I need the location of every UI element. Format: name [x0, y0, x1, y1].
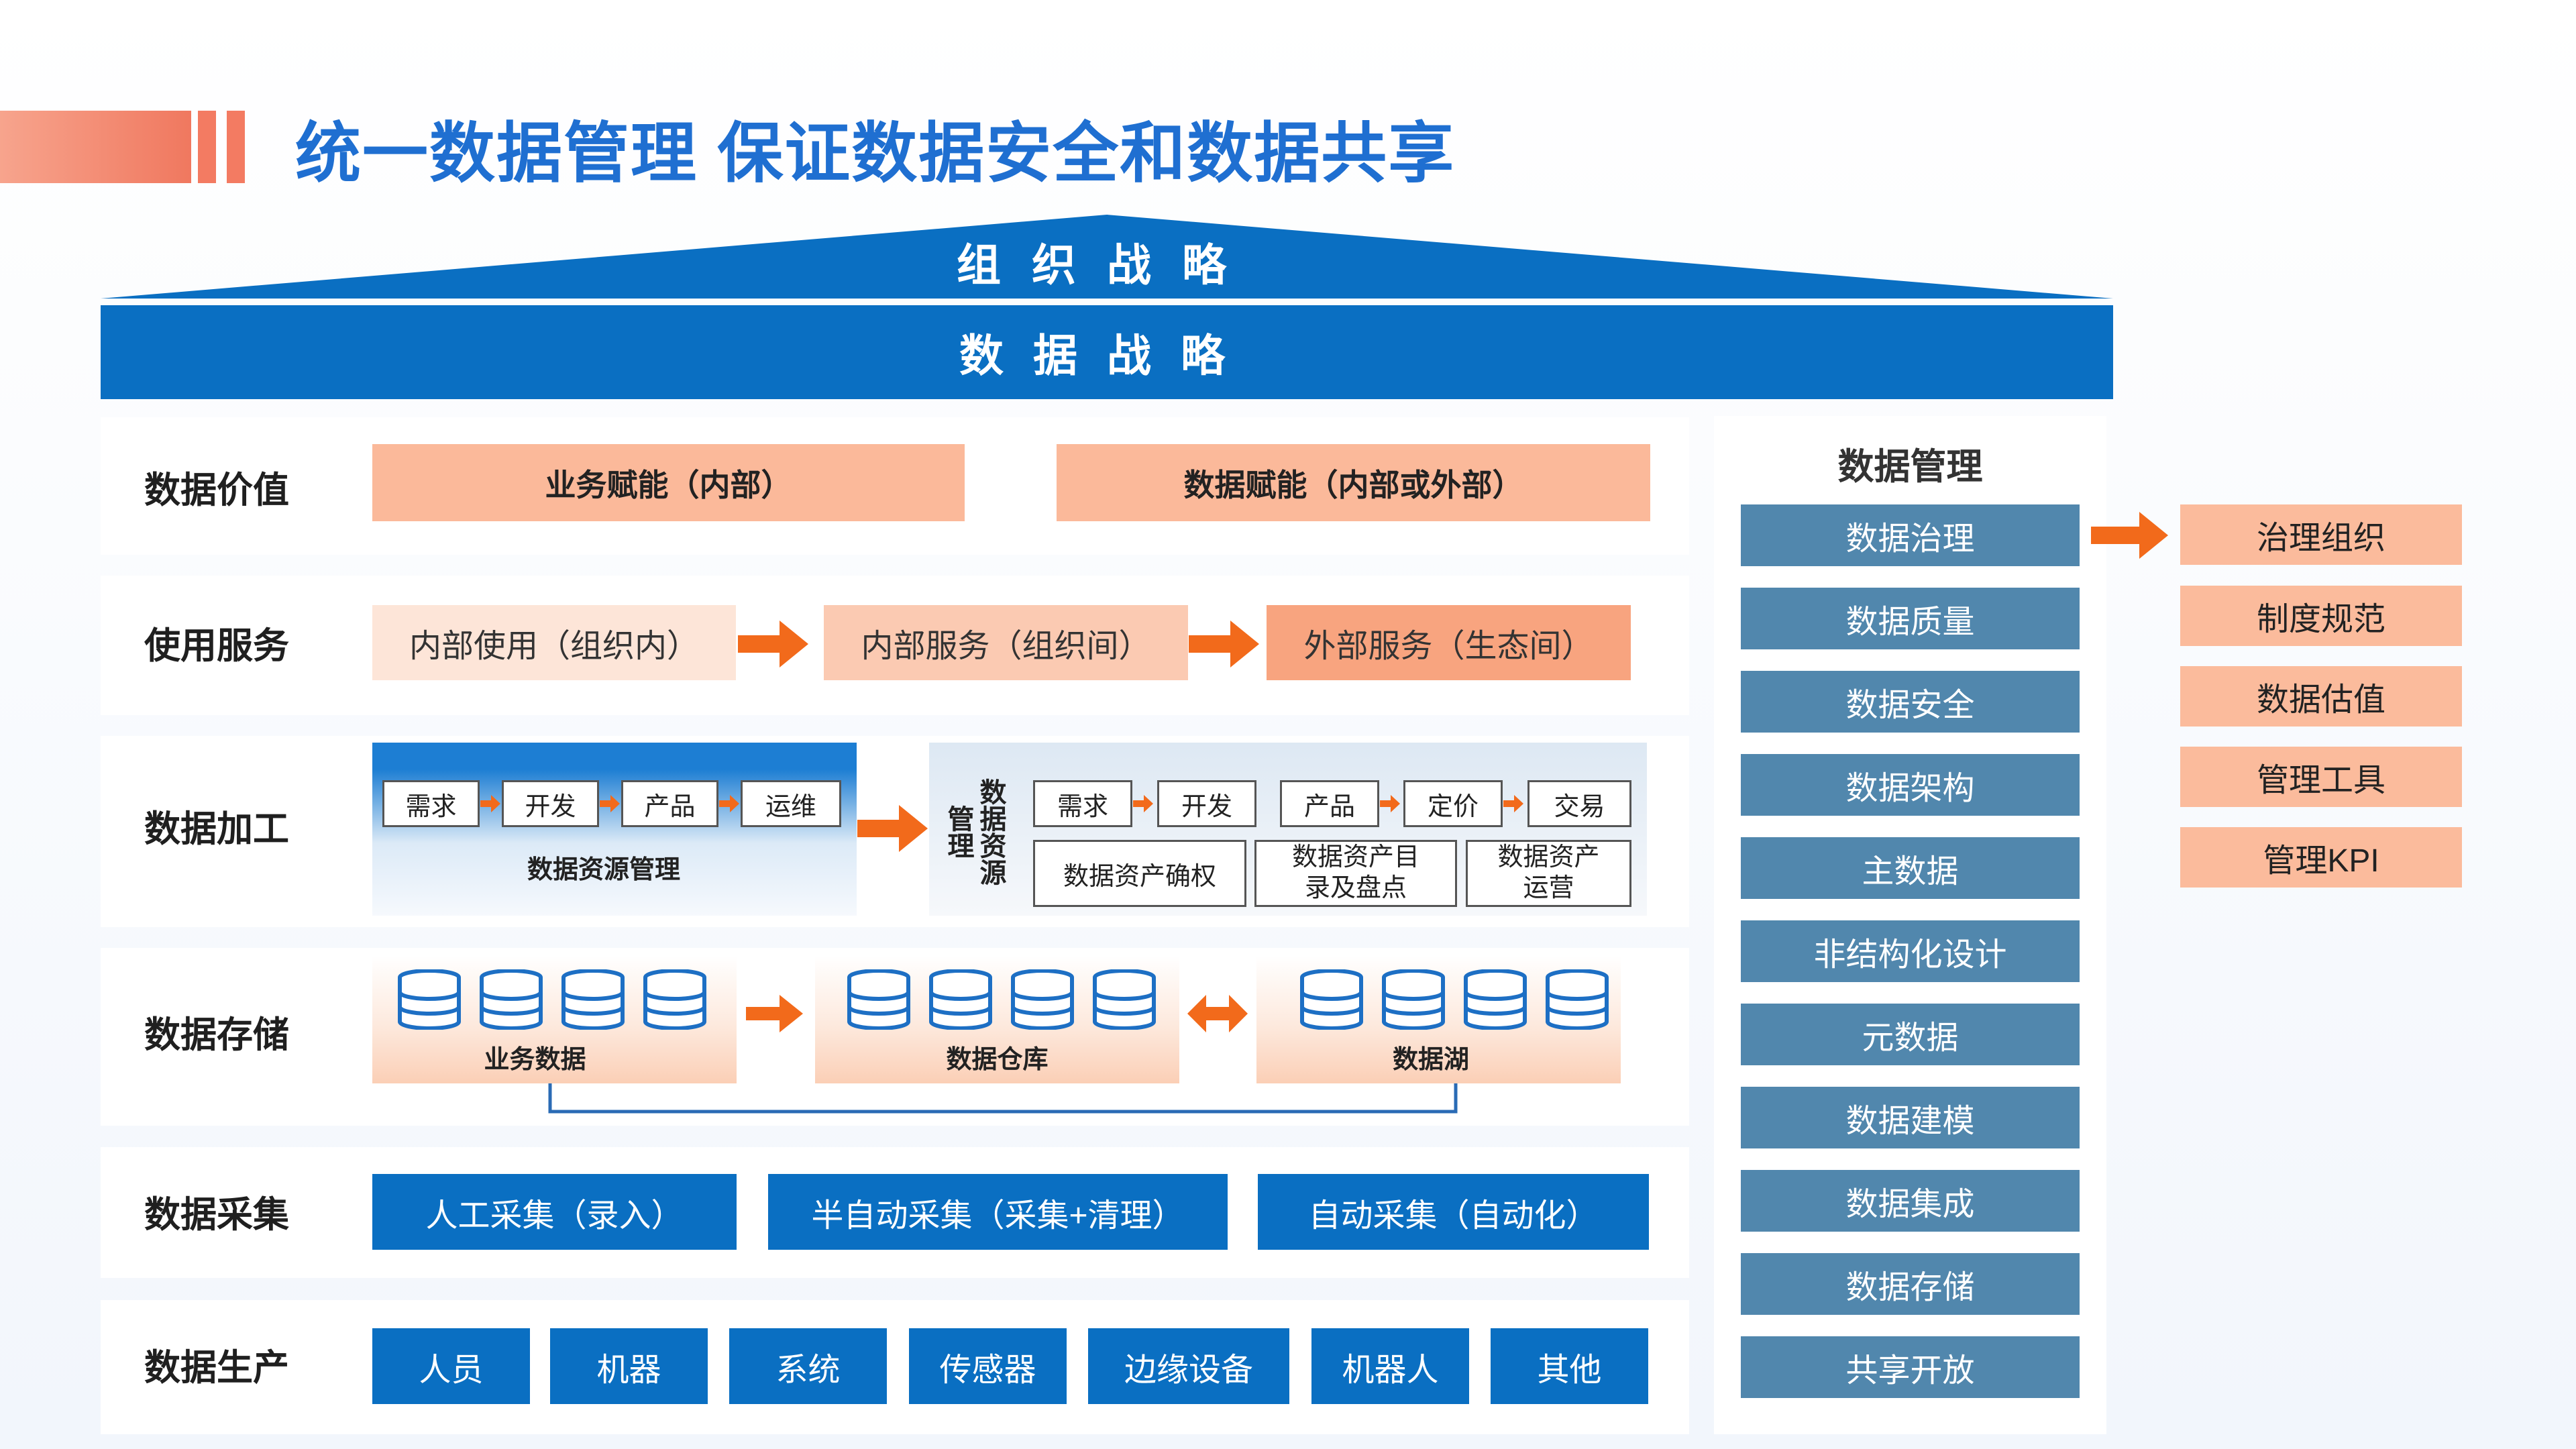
database-icon [559, 969, 627, 1030]
database-icon [478, 969, 545, 1030]
database-icon [1544, 969, 1611, 1030]
service-item: 内部使用（组织内） [372, 605, 736, 680]
collection-item: 自动采集（自动化） [1258, 1174, 1649, 1250]
database-icon [1298, 969, 1365, 1030]
roof-label: 组织战略 [957, 240, 1257, 290]
arrow-right-icon [857, 805, 928, 852]
step-box: 定价 [1403, 780, 1503, 827]
row-label-processing: 数据加工 [144, 808, 289, 849]
management-item: 元数据 [1741, 1004, 2080, 1065]
governance-item: 数据估值 [2180, 666, 2462, 727]
arrow-right-icon [1503, 795, 1523, 812]
management-item: 数据质量 [1741, 588, 2080, 649]
step-box: 产品 [621, 780, 718, 827]
asset-sub-box: 数据资产确权 [1033, 840, 1246, 907]
asset-sub-box: 数据资产运营 [1466, 840, 1631, 907]
asset-side-label: 数据资源管理 [943, 778, 1006, 885]
production-item: 人员 [372, 1328, 530, 1404]
arrow-right-icon [1380, 795, 1400, 812]
service-item: 内部服务（组织间） [824, 605, 1188, 680]
production-item: 其他 [1491, 1328, 1648, 1404]
database-icon [1380, 969, 1447, 1030]
arrow-right-icon [2091, 512, 2168, 559]
database-icon [845, 969, 912, 1030]
double-arrow-icon [1187, 995, 1248, 1032]
management-item: 数据治理 [1741, 504, 2080, 566]
governance-item: 管理工具 [2180, 747, 2462, 807]
row-label-service: 使用服务 [144, 625, 289, 666]
database-icon [1009, 969, 1076, 1030]
arrow-right-icon [480, 795, 500, 812]
step-box: 产品 [1280, 780, 1379, 827]
asset-sub-box: 数据资产目录及盘点 [1254, 840, 1457, 907]
page-title: 统一数据管理 保证数据安全和数据共享 [295, 116, 1456, 190]
management-item: 数据安全 [1741, 671, 2080, 733]
step-box: 开发 [502, 780, 599, 827]
production-item: 传感器 [909, 1328, 1067, 1404]
storage-group-label: 业务数据 [484, 1045, 586, 1074]
arrow-right-icon [719, 795, 739, 812]
arrow-right-icon [746, 995, 803, 1032]
management-item: 共享开放 [1741, 1336, 2080, 1398]
resource-management-panel [372, 743, 857, 916]
management-item: 主数据 [1741, 837, 2080, 899]
step-box: 需求 [1033, 780, 1132, 827]
step-box: 交易 [1527, 780, 1631, 827]
governance-item: 治理组织 [2180, 504, 2462, 565]
strategy-bar: 数据战略 [101, 305, 2113, 399]
storage-group-label: 数据仓库 [946, 1045, 1049, 1074]
resource-management-caption: 数据资源管理 [527, 855, 680, 884]
step-box: 运维 [741, 780, 841, 827]
value-item: 业务赋能（内部） [372, 444, 965, 521]
arrow-right-icon [1133, 795, 1153, 812]
database-icon [396, 969, 463, 1030]
row-label-value: 数据价值 [144, 470, 289, 511]
management-item: 数据存储 [1741, 1253, 2080, 1315]
row-label-storage: 数据存储 [144, 1014, 289, 1055]
header-accent-stripe [227, 111, 245, 183]
header-accent-bar [0, 111, 191, 183]
arrow-right-icon [1189, 621, 1259, 667]
production-item: 系统 [729, 1328, 887, 1404]
database-icon [641, 969, 708, 1030]
step-box: 开发 [1157, 780, 1256, 827]
arrow-right-icon [600, 795, 620, 812]
arrow-right-icon [738, 621, 808, 667]
database-icon [927, 969, 994, 1030]
management-title: 数据管理 [1837, 446, 1983, 487]
governance-item: 制度规范 [2180, 586, 2462, 646]
collection-item: 人工采集（录入） [372, 1174, 737, 1250]
production-item: 机器人 [1311, 1328, 1469, 1404]
management-item: 数据建模 [1741, 1087, 2080, 1148]
management-item: 数据集成 [1741, 1170, 2080, 1232]
service-item: 外部服务（生态间） [1267, 605, 1631, 680]
database-icon [1462, 969, 1529, 1030]
value-item: 数据赋能（内部或外部） [1057, 444, 1650, 521]
production-item: 边缘设备 [1088, 1328, 1289, 1404]
storage-bracket [548, 1083, 1458, 1114]
row-label-production: 数据生产 [144, 1347, 289, 1388]
collection-item: 半自动采集（采集+清理） [768, 1174, 1228, 1250]
step-box: 需求 [382, 780, 480, 827]
storage-group-label: 数据湖 [1392, 1045, 1469, 1074]
row-label-collection: 数据采集 [144, 1194, 289, 1235]
roof-shape [101, 215, 2113, 299]
governance-item: 管理KPI [2180, 827, 2462, 888]
database-icon [1091, 969, 1158, 1030]
header-accent-stripe [198, 111, 216, 183]
management-item: 数据架构 [1741, 754, 2080, 816]
production-item: 机器 [550, 1328, 708, 1404]
management-item: 非结构化设计 [1741, 920, 2080, 982]
